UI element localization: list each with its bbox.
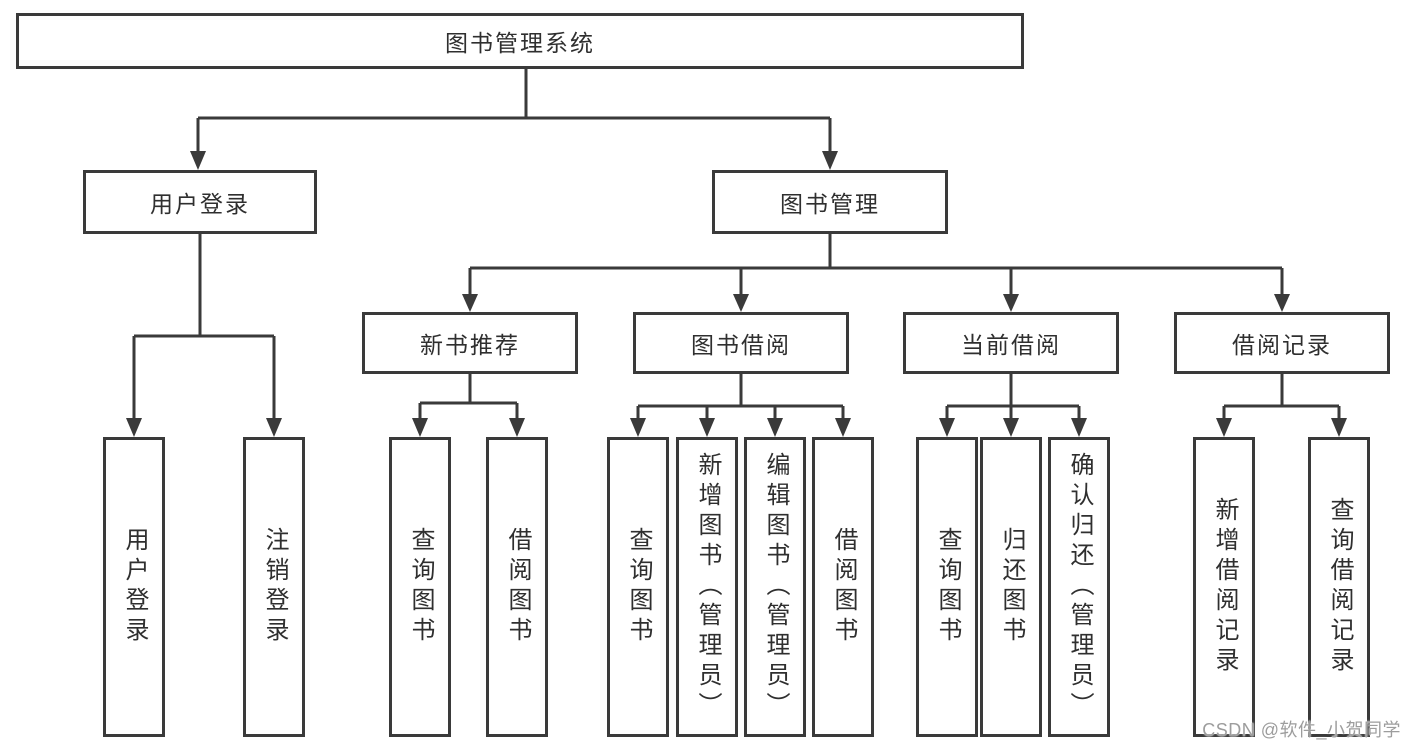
leaf-records-query-record: 查询借阅记录: [1308, 437, 1370, 737]
leaf-current-confirm-return-admin: 确认归还（管理员）: [1048, 437, 1110, 737]
leaf-borrow-edit-books-admin: 编辑图书（管理员）: [744, 437, 806, 737]
leaf-current-query-books: 查询图书: [916, 437, 978, 737]
node-book-borrow: 图书借阅: [633, 312, 849, 374]
node-library-system: 图书管理系统: [16, 13, 1024, 69]
node-borrow-records: 借阅记录: [1174, 312, 1390, 374]
leaf-borrow-query-books: 查询图书: [607, 437, 669, 737]
leaf-current-return-books: 归还图书: [980, 437, 1042, 737]
leaf-records-add-record: 新增借阅记录: [1193, 437, 1255, 737]
node-new-book-recommend: 新书推荐: [362, 312, 578, 374]
leaf-newbook-borrow-books: 借阅图书: [486, 437, 548, 737]
csdn-watermark: CSDN @软件_小贺同学: [1202, 720, 1401, 740]
leaf-borrow-add-books-admin: 新增图书（管理员）: [676, 437, 738, 737]
arrowheads: [126, 151, 1347, 437]
node-book-management: 图书管理: [712, 170, 948, 234]
leaf-newbook-query-books: 查询图书: [389, 437, 451, 737]
leaf-borrow-borrow-books: 借阅图书: [812, 437, 874, 737]
node-current-borrow: 当前借阅: [903, 312, 1119, 374]
node-user-login: 用户登录: [83, 170, 317, 234]
leaf-logout: 注销登录: [243, 437, 305, 737]
leaf-user-login: 用户登录: [103, 437, 165, 737]
